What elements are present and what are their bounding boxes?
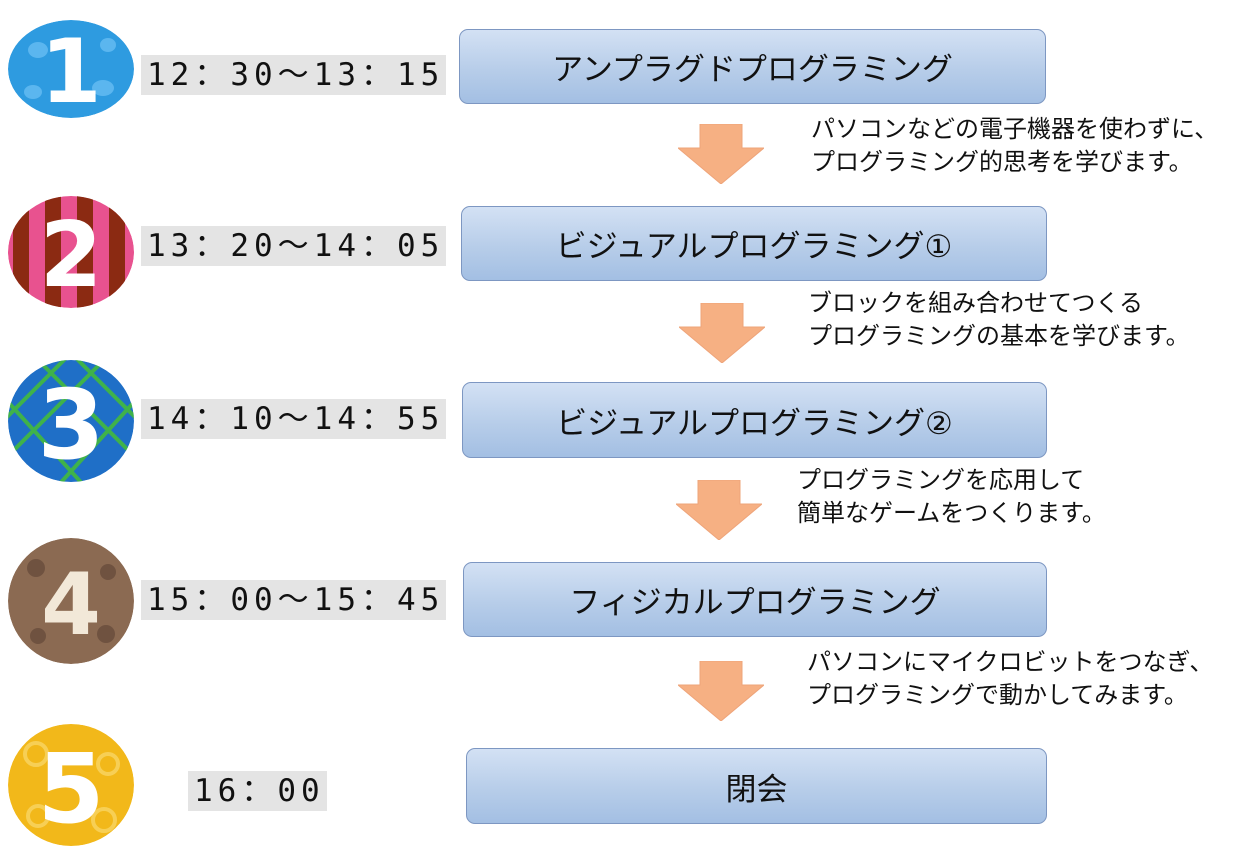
step-1-session-box: アンプラグドプログラミング bbox=[459, 29, 1046, 104]
step-4-down-arrow-icon bbox=[678, 661, 764, 721]
step-2-title: ビジュアルプログラミング① bbox=[555, 229, 953, 265]
step-5-session-box: 閉会 bbox=[466, 748, 1047, 824]
step-4-description: パソコンにマイクロビットをつなぎ、 プログラミングで動かしてみます。 bbox=[807, 646, 1213, 712]
step-4-number: 4 bbox=[41, 555, 101, 655]
step-1-title: アンプラグドプログラミング bbox=[552, 52, 953, 88]
step-3-description: プログラミングを応用して 簡単なゲームをつくります。 bbox=[797, 464, 1106, 530]
step-3-down-arrow-icon bbox=[676, 480, 762, 540]
step-3-description-line-1: プログラミングを応用して bbox=[797, 466, 1085, 494]
step-2-badge-icon: 2 bbox=[8, 196, 134, 308]
step-2-description: ブロックを組み合わせてつくる プログラミングの基本を学びます。 bbox=[808, 287, 1190, 353]
step-5-badge-icon: 5 bbox=[8, 724, 134, 846]
step-1-description-line-1: パソコンなどの電子機器を使わずに、 bbox=[811, 115, 1219, 143]
step-2-session-box: ビジュアルプログラミング① bbox=[461, 206, 1047, 281]
step-1-down-arrow-icon bbox=[678, 124, 764, 184]
step-3-description-line-2: 簡単なゲームをつくります。 bbox=[797, 499, 1106, 527]
step-4-time: 15：00～15：45 bbox=[141, 580, 447, 620]
step-2-down-arrow-icon bbox=[679, 303, 765, 363]
step-3-session-box: ビジュアルプログラミング② bbox=[462, 382, 1047, 458]
step-1-time: 12：30～13：15 bbox=[141, 55, 447, 95]
step-2-description-line-2: プログラミングの基本を学びます。 bbox=[808, 322, 1190, 350]
step-1-description: パソコンなどの電子機器を使わずに、 プログラミング的思考を学びます。 bbox=[811, 113, 1218, 179]
step-1-description-line-2: プログラミング的思考を学びます。 bbox=[811, 148, 1193, 176]
step-3-number: 3 bbox=[38, 369, 105, 481]
step-4-session-box: フィジカルプログラミング bbox=[463, 562, 1047, 637]
step-2-description-line-1: ブロックを組み合わせてつくる bbox=[808, 289, 1144, 317]
step-3-badge-icon: 3 bbox=[8, 360, 134, 482]
step-5-time: 16：00 bbox=[188, 771, 327, 811]
step-5-title: 閉会 bbox=[725, 771, 788, 808]
step-3-title: ビジュアルプログラミング② bbox=[556, 405, 953, 442]
step-4-title: フィジカルプログラミング bbox=[569, 585, 941, 621]
step-4-description-line-1: パソコンにマイクロビットをつなぎ、 bbox=[807, 648, 1214, 676]
step-3-time: 14：10～14：55 bbox=[141, 399, 447, 439]
step-4-description-line-2: プログラミングで動かしてみます。 bbox=[807, 681, 1188, 709]
step-4-badge-icon: 4 bbox=[8, 538, 134, 664]
step-1-number: 1 bbox=[40, 20, 101, 118]
step-2-time: 13：20～14：05 bbox=[141, 226, 447, 266]
step-5-number: 5 bbox=[38, 733, 105, 845]
step-2-number: 2 bbox=[40, 203, 103, 308]
step-1-badge-icon: 1 bbox=[8, 20, 134, 118]
